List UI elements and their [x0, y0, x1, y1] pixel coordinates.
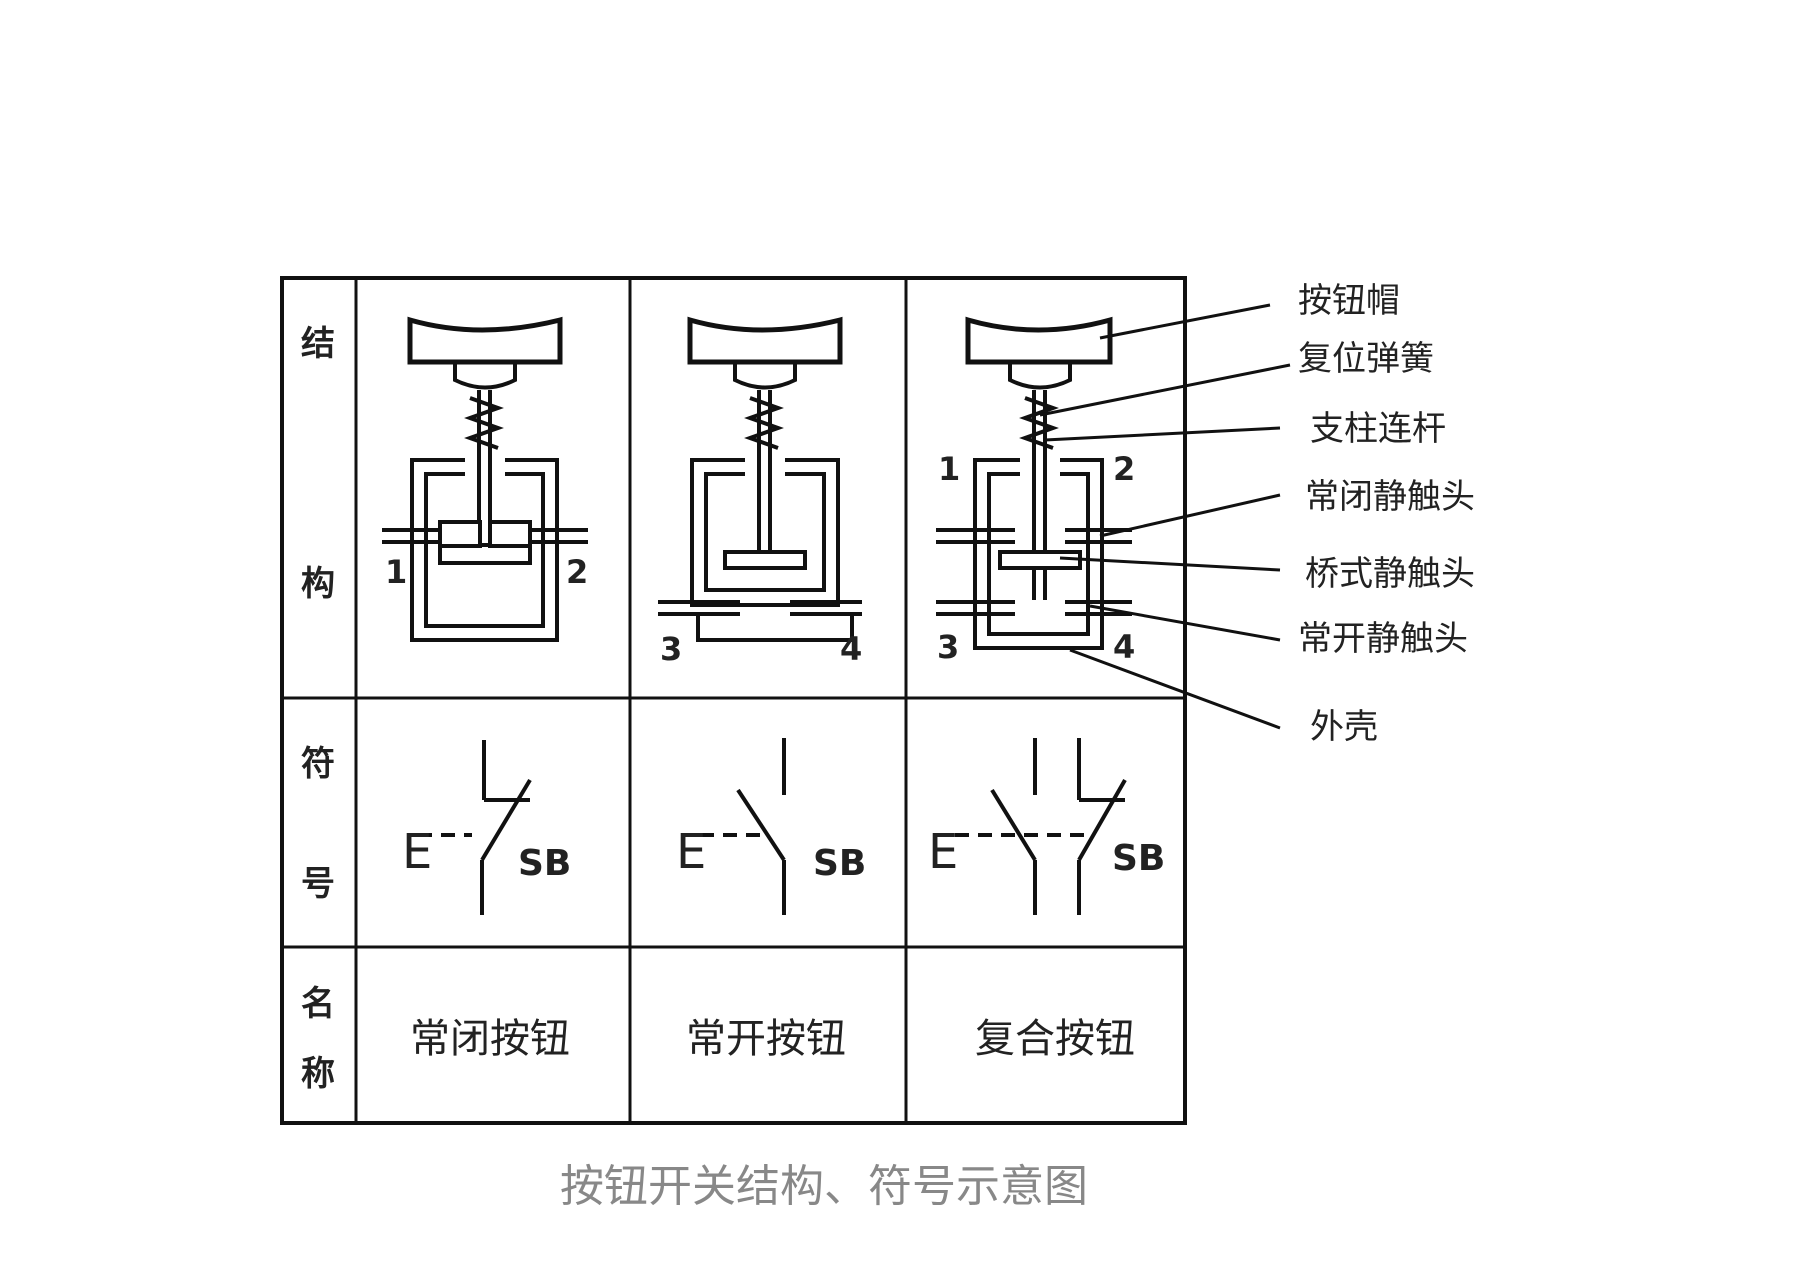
symbol-normally-closed	[418, 740, 532, 915]
callout-nc-static-contact: 常闭静触头	[1305, 477, 1475, 517]
symbol-label: SB	[518, 843, 571, 884]
terminal-label: 3	[937, 628, 959, 666]
symbol-label: SB	[813, 843, 866, 884]
terminal-label: 1	[938, 450, 960, 488]
terminal-label: 4	[1113, 628, 1135, 666]
figure-caption: 按钮开关结构、符号示意图	[560, 1161, 1088, 1212]
callout-return-spring: 复位弹簧	[1298, 339, 1434, 379]
row-header-name-2: 称	[301, 1054, 335, 1094]
terminal-label: 3	[660, 630, 682, 668]
row-headers: 结 构 符 号 名 称	[301, 324, 335, 1094]
terminal-label: 1	[385, 553, 407, 591]
callout-button-cap: 按钮帽	[1298, 281, 1400, 321]
callout-leaders	[1039, 303, 1291, 730]
table-grid	[280, 276, 1187, 1125]
button-name-compound: 复合按钮	[975, 1016, 1135, 1062]
terminal-label: 4	[840, 630, 862, 668]
structure-normally-closed	[382, 316, 588, 642]
callout-housing: 外壳	[1310, 707, 1378, 747]
row-header-structure-1: 结	[301, 324, 335, 364]
row-header-structure-2: 构	[301, 564, 335, 604]
callout-no-static-contact: 常开静触头	[1298, 619, 1468, 659]
button-name-normally-open: 常开按钮	[686, 1016, 846, 1062]
symbol-prefix: E	[402, 824, 432, 880]
symbol-prefix: E	[676, 824, 706, 880]
symbol-prefix: E	[928, 824, 958, 880]
symbol-label: SB	[1112, 838, 1165, 879]
row-header-symbol-2: 号	[301, 864, 335, 904]
callout-support-rod: 支柱连杆	[1310, 409, 1446, 449]
symbol-compound	[955, 738, 1127, 915]
callout-bridge-contact: 桥式静触头	[1305, 554, 1475, 594]
structure-normally-open	[658, 316, 862, 642]
structure-compound	[936, 316, 1132, 650]
row-header-name-1: 名	[301, 984, 335, 1024]
terminal-label: 2	[1113, 450, 1135, 488]
symbol-normally-open	[700, 738, 786, 915]
button-name-normally-closed: 常闭按钮	[410, 1016, 570, 1062]
terminal-label: 2	[566, 553, 588, 591]
row-header-symbol-1: 符	[301, 744, 335, 784]
